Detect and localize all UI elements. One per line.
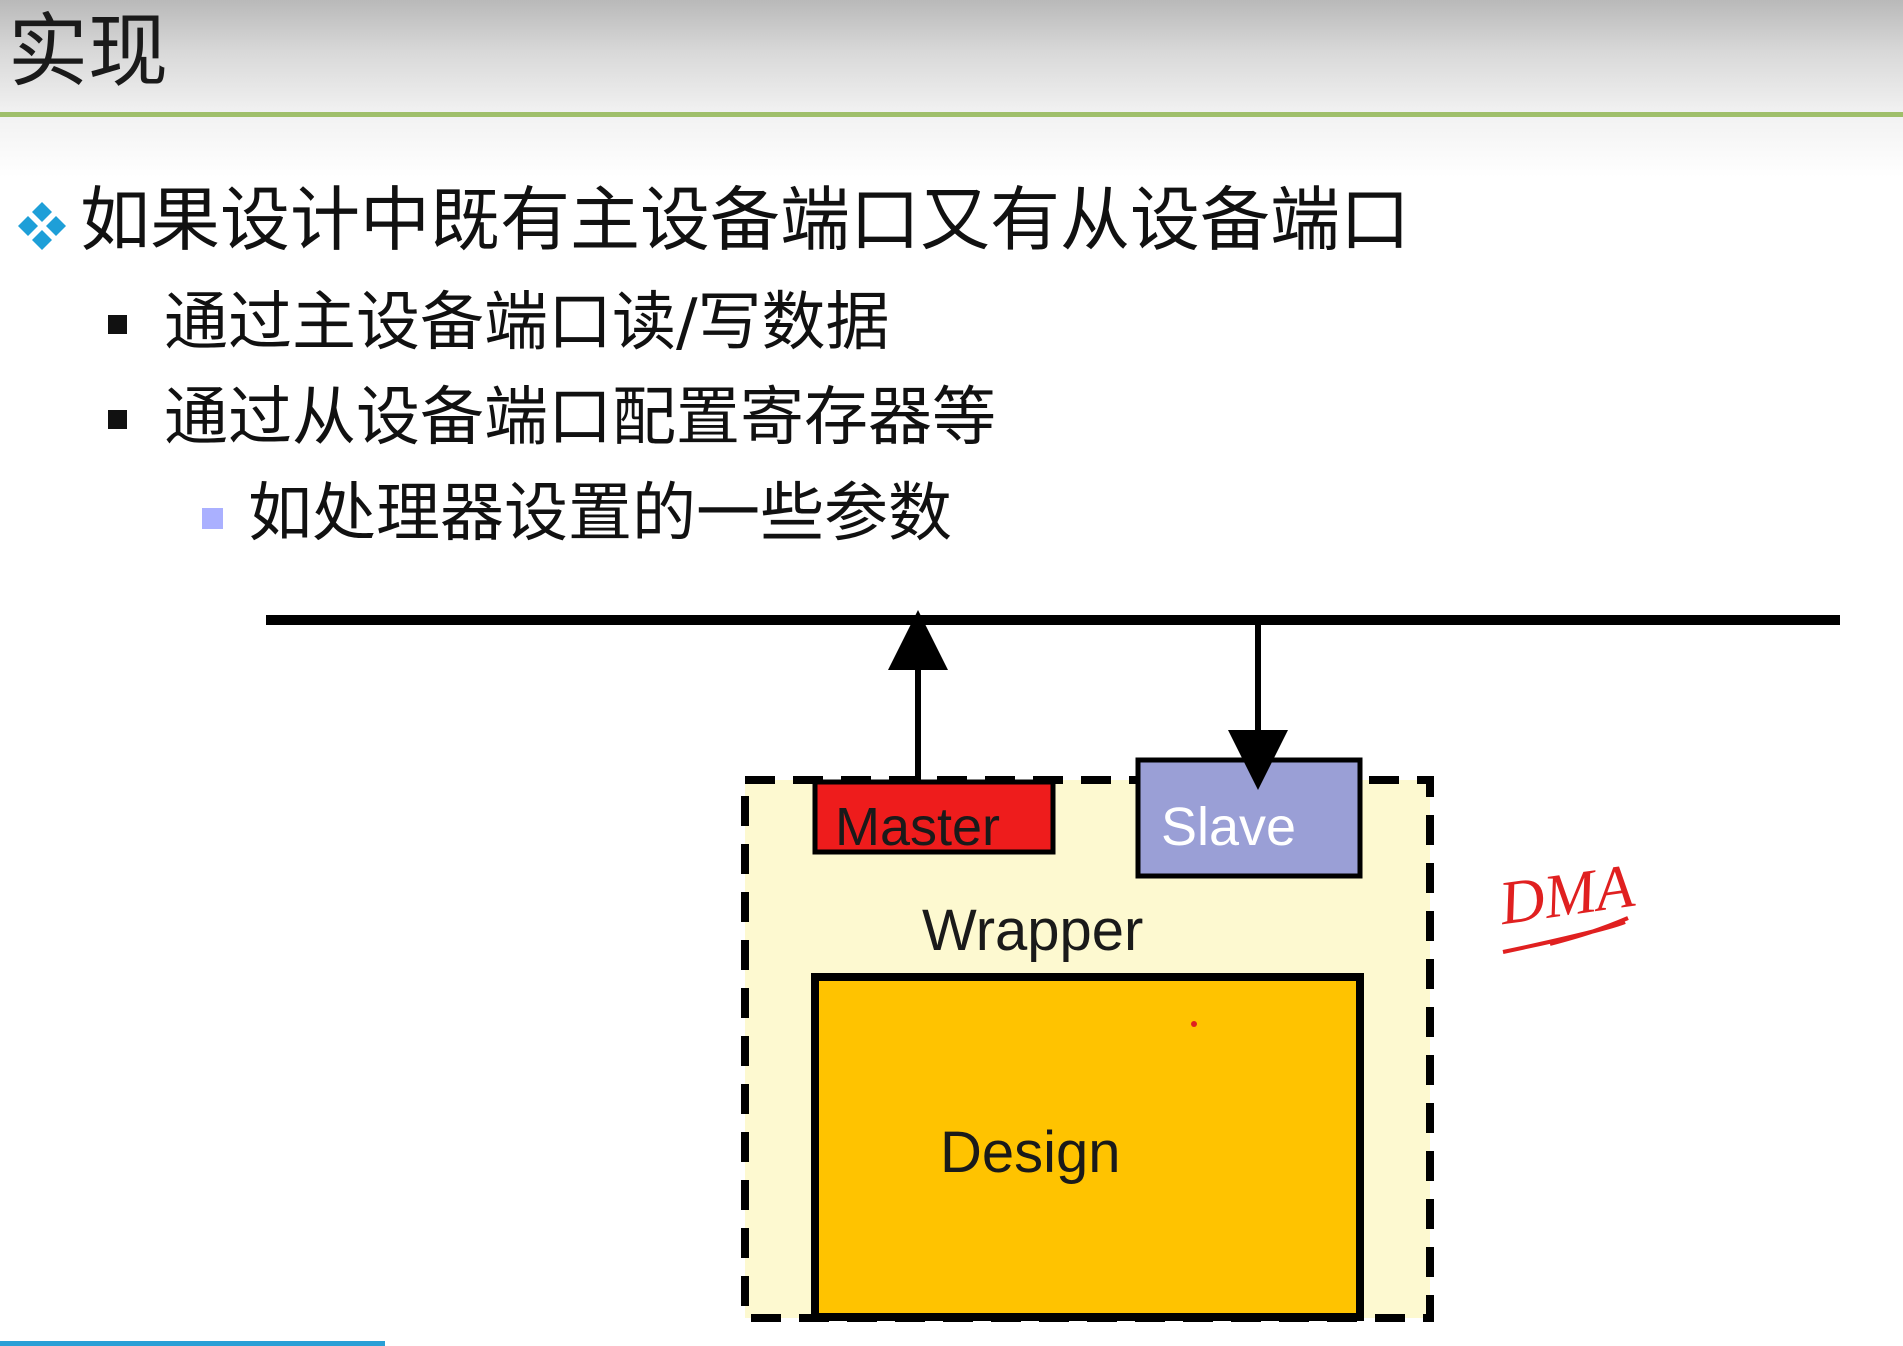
wrapper-label: Wrapper: [922, 898, 1143, 963]
black-square-icon: [108, 410, 127, 429]
four-diamond-icon: [18, 202, 66, 250]
black-square-icon: [108, 315, 127, 334]
bullet-text: 如处理器设置的一些参数: [248, 477, 952, 551]
title-bar: [0, 0, 1903, 114]
handwritten-annotation: DMA: [1494, 852, 1639, 954]
annotation-underline: [1502, 916, 1629, 954]
title-shadow: [0, 117, 1903, 177]
master-port: [812, 779, 1056, 855]
bullet-text: 通过从设备端口配置寄存器等: [164, 381, 996, 455]
slave-label: Slave: [1161, 797, 1296, 857]
bottom-progress-bar: [0, 1341, 385, 1346]
design-box: [811, 973, 1364, 1321]
title-divider: [0, 112, 1903, 117]
slide-title: 实现: [8, 5, 168, 98]
design-label: Design: [940, 1120, 1121, 1185]
annotation-dot: [1191, 1021, 1197, 1027]
light-blue-square-icon: [202, 508, 223, 529]
bullet-text: 通过主设备端口读/写数据: [164, 286, 890, 360]
master-label: Master: [835, 797, 1000, 857]
bullet-text: 如果设计中既有主设备端口又有从设备端口: [80, 179, 1410, 261]
